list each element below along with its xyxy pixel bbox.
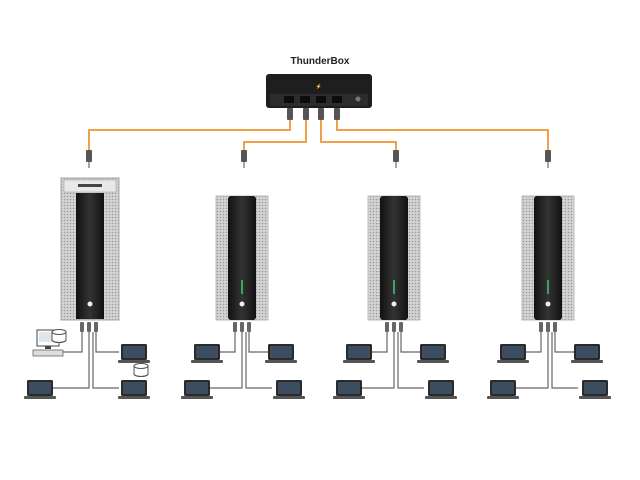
hub-plugs xyxy=(287,108,340,120)
disk-stack-icon xyxy=(51,329,67,343)
laptop-icon xyxy=(417,344,449,363)
cable-plug-icon xyxy=(303,108,309,120)
thunder-logo-icon: ⚡ xyxy=(316,83,322,90)
laptop-icon xyxy=(487,380,519,399)
cable-plug-icon xyxy=(287,108,293,120)
cable-to-tower-3 xyxy=(320,118,397,150)
laptop-icon xyxy=(24,380,56,399)
laptop-icon xyxy=(425,380,457,399)
tower-plugs xyxy=(86,150,551,168)
hub-cables xyxy=(88,118,549,150)
laptop-icon xyxy=(579,380,611,399)
cable-to-tower-2 xyxy=(243,118,307,150)
laptop-icon xyxy=(265,344,297,363)
cable-to-tower-4 xyxy=(336,118,549,150)
laptop-icon xyxy=(181,380,213,399)
server-tower-icon xyxy=(215,195,269,321)
disk-stack-icon xyxy=(133,363,149,377)
laptop-icon xyxy=(333,380,365,399)
laptop-icon xyxy=(118,344,150,363)
thunderbox-hub: ⚡ xyxy=(266,74,372,108)
server-tower-icon xyxy=(60,177,120,321)
laptop-icon xyxy=(343,344,375,363)
laptop-icon xyxy=(118,380,150,399)
laptop-icon xyxy=(497,344,529,363)
cable-plug-icon xyxy=(241,150,247,162)
connector-icon xyxy=(233,322,251,332)
connector-icon xyxy=(539,322,557,332)
server-tower-icon xyxy=(521,195,575,321)
server-tower-icon xyxy=(367,195,421,321)
connector-icon xyxy=(385,322,403,332)
laptop-icon xyxy=(273,380,305,399)
hub-title: ThunderBox xyxy=(290,56,350,67)
client-cables xyxy=(508,332,578,389)
cable-plug-icon xyxy=(86,150,92,162)
cable-plug-icon xyxy=(393,150,399,162)
laptop-icon xyxy=(191,344,223,363)
cable-plug-icon xyxy=(318,108,324,120)
connector-icon xyxy=(80,322,98,332)
cable-to-tower-1 xyxy=(88,118,291,150)
cable-plug-icon xyxy=(334,108,340,120)
client-groups xyxy=(24,322,611,399)
laptop-icon xyxy=(571,344,603,363)
cable-plug-icon xyxy=(545,150,551,162)
